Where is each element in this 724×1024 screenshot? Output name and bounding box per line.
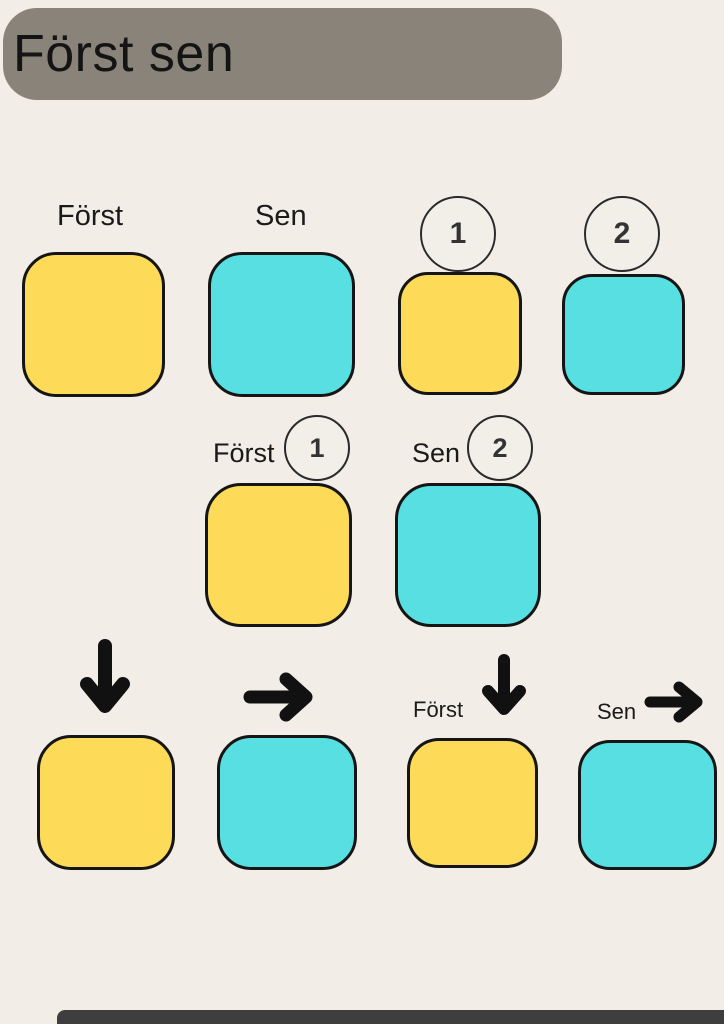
- right-arrow-icon: [243, 672, 313, 722]
- row3-label-sen: Sen: [597, 699, 637, 724]
- row1-card-number2: [562, 274, 685, 395]
- row1-card-forst: [22, 252, 165, 397]
- down-arrow-icon: [482, 654, 526, 715]
- badge-number: 1: [309, 432, 325, 463]
- row3-card-right: [217, 735, 357, 870]
- row2-label-forst: Först: [213, 438, 275, 468]
- badge-number: 1: [449, 217, 467, 250]
- row2-number-badge-1: 1: [284, 415, 350, 481]
- right-arrow-icon: [644, 681, 703, 723]
- header-bar: Först sen: [3, 8, 562, 100]
- badge-number: 2: [492, 432, 508, 463]
- number-badge-2: 2: [584, 196, 660, 272]
- row2-label-sen: Sen: [412, 438, 461, 468]
- row3-card-forst: [407, 738, 538, 868]
- row2-card-sen: [395, 483, 541, 627]
- row1-card-number1: [398, 272, 522, 395]
- row3-label-forst: Först: [413, 697, 464, 722]
- row2-card-forst: [205, 483, 352, 627]
- down-arrow-icon: [80, 639, 130, 713]
- row1-card-sen: [208, 252, 355, 397]
- row1-label-sen: Sen: [255, 200, 307, 232]
- badge-number: 2: [613, 217, 631, 250]
- number-badge-1: 1: [420, 196, 496, 272]
- row3-card-down: [37, 735, 175, 870]
- footer-bar: [57, 1010, 724, 1024]
- row1-label-forst: Först: [57, 200, 124, 232]
- row2-number-badge-2: 2: [467, 415, 533, 481]
- page-title: Först sen: [13, 25, 235, 83]
- row3-card-sen: [578, 740, 717, 870]
